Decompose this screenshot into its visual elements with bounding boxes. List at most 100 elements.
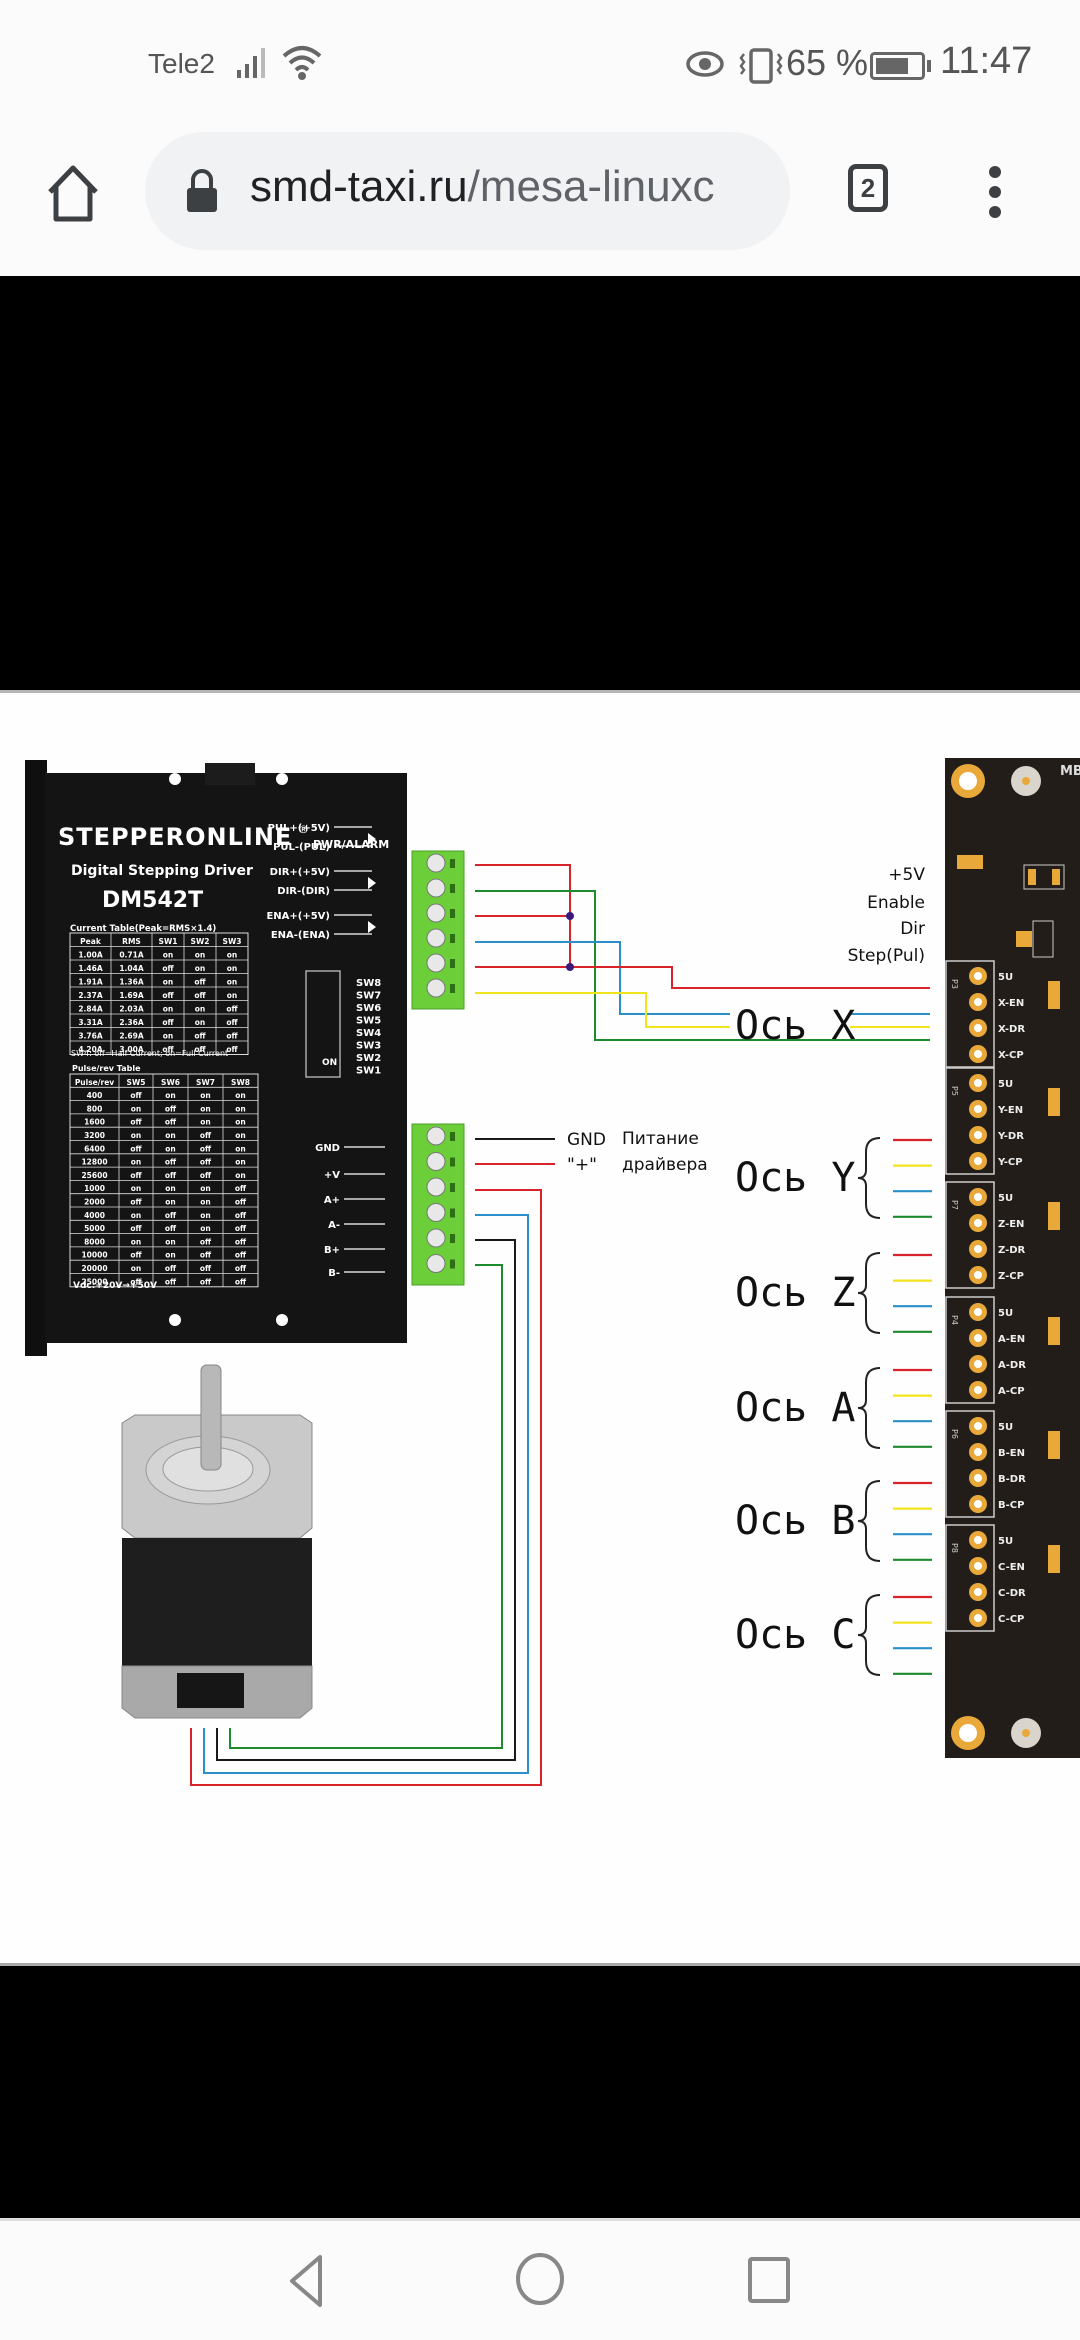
table-header-cell: SW8	[231, 1078, 250, 1087]
axis-label: Ось C	[735, 1612, 855, 1658]
switch-label: SW6	[356, 1003, 381, 1014]
motor-connector	[177, 1673, 244, 1708]
pin-label: A-EN	[998, 1334, 1025, 1345]
pin-hole	[974, 1588, 982, 1596]
dip-switch	[305, 970, 341, 1078]
table-cell: on	[163, 978, 174, 987]
mount-hole	[169, 773, 181, 785]
terminal-slot	[450, 1157, 455, 1167]
table-cell: 25600	[81, 1171, 107, 1180]
table-cell: on	[165, 1237, 176, 1246]
table-cell: on	[227, 951, 238, 960]
table-cell: 1.36A	[119, 978, 144, 987]
terminal-screw	[426, 1203, 446, 1222]
pin-hole	[974, 1079, 982, 1087]
table-cell: 4000	[84, 1211, 105, 1220]
table-cell: off	[130, 1198, 142, 1207]
table-cell: off	[162, 1018, 174, 1027]
table-cell: on	[165, 1184, 176, 1193]
table-cell: on	[227, 964, 238, 973]
optocoupler-icon	[368, 833, 376, 845]
url-domain: smd-taxi.ru	[250, 162, 468, 211]
pin-label: 5U	[998, 1079, 1013, 1090]
pin-hole	[974, 1131, 982, 1139]
voltage-label: Vdc:+20V→+50V	[73, 1281, 157, 1291]
table-cell: on	[165, 1198, 176, 1207]
pin-hole	[974, 1105, 982, 1113]
mount-hole	[959, 772, 977, 790]
table-cell: off	[130, 1224, 142, 1233]
table-cell: 1.69A	[119, 991, 144, 1000]
table-header-cell: SW5	[127, 1078, 146, 1087]
smd-resistor	[1048, 1202, 1060, 1230]
pin-label: X-DR	[998, 1024, 1025, 1035]
table-cell: off	[130, 1171, 142, 1180]
table-cell: 12800	[81, 1158, 107, 1167]
table-header-cell: SW2	[191, 937, 210, 946]
connector-outline	[945, 1067, 995, 1175]
pin-hole	[974, 1271, 982, 1279]
pin-label: Y-CP	[997, 1157, 1023, 1168]
driver-body	[45, 773, 407, 1343]
tabs-button[interactable]: 2	[848, 164, 888, 212]
table-cell: on	[235, 1158, 246, 1167]
connector-outline	[945, 1296, 995, 1404]
home-circle-icon[interactable]	[514, 2251, 566, 2307]
power-pin-label: +V	[324, 1170, 340, 1181]
smd-resistor	[1048, 1088, 1060, 1116]
more-vert-icon[interactable]	[984, 164, 1006, 220]
table-cell: off	[165, 1277, 177, 1286]
battery-percent: 65 %	[786, 42, 869, 83]
table-cell: 3.76A	[78, 1032, 103, 1041]
table-cell: 1.04A	[119, 964, 144, 973]
table-cell: off	[226, 1032, 238, 1041]
pin-hole	[974, 1474, 982, 1482]
pin-label: 5U	[998, 1308, 1013, 1319]
table-cell: on	[163, 1032, 174, 1041]
table-cell: on	[131, 1211, 142, 1220]
table-cell: off	[194, 991, 206, 1000]
signal-pin-labels: PUL+(+5V)PUL-(PUL)DIR+(+5V)DIR-(DIR)ENA+…	[266, 823, 376, 941]
table-cell: 1000	[84, 1184, 105, 1193]
table-cell: 1.91A	[78, 978, 103, 987]
back-icon[interactable]	[286, 2253, 326, 2309]
recents-icon[interactable]	[746, 2255, 792, 2305]
url-text[interactable]: smd-taxi.ru/mesa-linuxc	[250, 162, 715, 212]
terminal-screw	[426, 1254, 446, 1273]
table-header-cell: Peak	[80, 937, 102, 946]
mount-hole	[169, 1314, 181, 1326]
wire-pul-plus	[475, 864, 571, 970]
terminal-slot	[450, 934, 455, 943]
motor-shaft-front	[200, 1364, 222, 1471]
table-cell: off	[235, 1251, 247, 1260]
switch-label: SW1	[356, 1066, 381, 1077]
table-cell: off	[235, 1264, 247, 1273]
pin-label: B-CP	[998, 1500, 1024, 1511]
table-cell: on	[235, 1171, 246, 1180]
table-cell: 400	[87, 1091, 103, 1100]
junction-dot	[566, 963, 574, 971]
pin-hole	[974, 1562, 982, 1570]
table-cell: 2.03A	[119, 1005, 144, 1014]
pin-hole	[974, 1245, 982, 1253]
url-path: /mesa-linuxc	[467, 162, 715, 211]
pin-label: C-DR	[998, 1588, 1026, 1599]
terminal-slot	[450, 1208, 455, 1218]
terminal-slot	[450, 984, 455, 993]
signal-pin-label: DIR+(+5V)	[270, 867, 330, 878]
terminal-screw	[426, 928, 446, 948]
wiring-diagram-image[interactable]: STEPPERONLINE ® PWR/ALARM Digital Steppi…	[0, 690, 1080, 1963]
table-cell: 2.84A	[78, 1005, 103, 1014]
current-table-title: Current Table(Peak=RMS×1.4)	[70, 924, 216, 934]
pin-hole	[974, 1193, 982, 1201]
home-icon[interactable]	[44, 164, 102, 224]
fiducial-dot	[1022, 777, 1030, 785]
table-cell: 1.46A	[78, 964, 103, 973]
table-cell: on	[200, 1118, 211, 1127]
brace	[857, 1480, 881, 1562]
table-cell: 6400	[84, 1144, 105, 1153]
pin-label: A-CP	[998, 1386, 1025, 1397]
url-bar[interactable]	[145, 132, 790, 250]
signal-enable-label: Enable	[867, 893, 925, 913]
